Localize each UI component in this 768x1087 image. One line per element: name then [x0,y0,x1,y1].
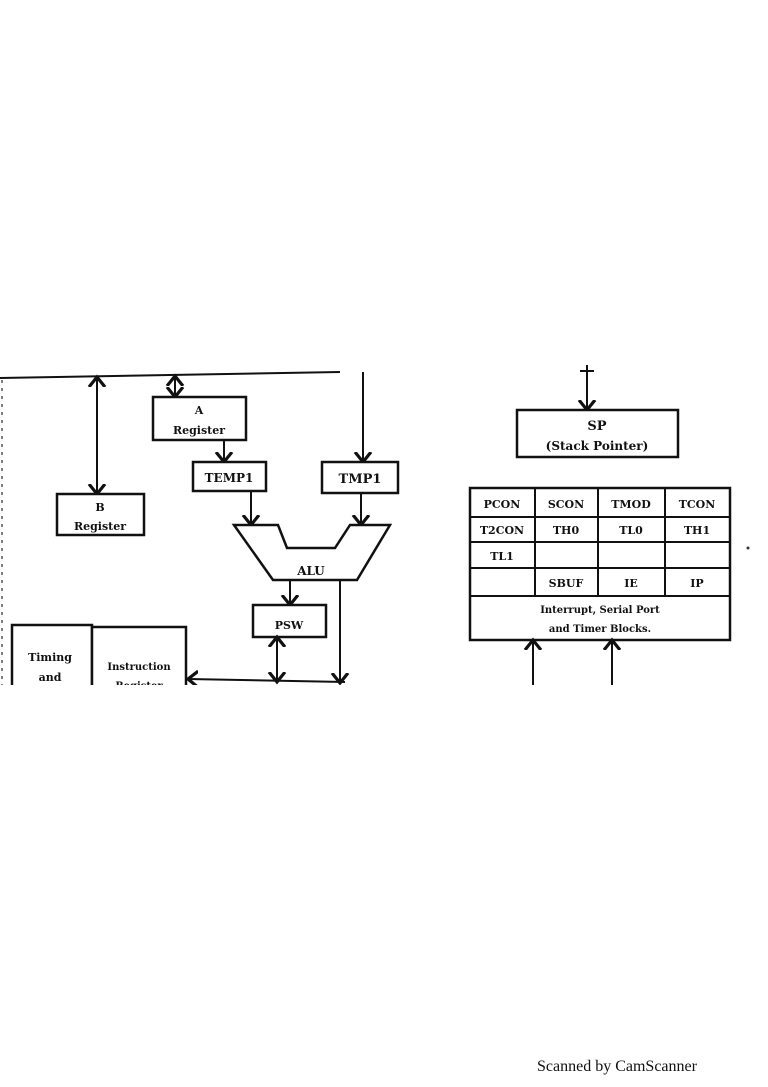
a-register-label: A [194,404,204,417]
timing-label: Timing [28,651,72,664]
timing-box: Timing and [10,623,94,685]
sfr-cell: TH0 [553,524,580,537]
psw-label: PSW [275,619,304,632]
sfr-footer-line1: Interrupt, Serial Port [540,605,660,616]
sfr-cell: SBUF [549,577,584,590]
a-register-box: A Register [151,395,248,442]
temp1-box: TEMP1 [191,460,268,493]
internal-bus-line [0,371,341,379]
b-register-label-2: Register [74,520,126,533]
tmp1-box: TMP1 [320,460,400,495]
sfr-cell: T2CON [480,524,524,537]
sfr-cell: TMOD [611,498,651,511]
scan-speck [746,546,750,550]
lower-bus-line [188,679,346,682]
a-register-label-2: Register [173,424,225,437]
sfr-cell: PCON [484,498,521,511]
sfr-cell: IE [624,577,638,590]
camscanner-watermark: Scanned by CamScanner [537,1058,697,1075]
sp-label: SP [587,419,606,434]
b-register-box: B Register [55,492,146,537]
sfr-cell: TL0 [619,524,643,537]
sfr-footer-line2: and Timer Blocks. [549,624,651,635]
timing-label-2: and [39,671,62,684]
sfr-cell: TH1 [684,524,710,537]
temp1-label: TEMP1 [205,471,254,485]
sp-label-2: (Stack Pointer) [546,439,649,453]
tmp1-label: TMP1 [339,472,382,487]
sfr-cell: TCON [679,498,716,511]
b-register-label: B [95,501,104,514]
stack-pointer-box: SP (Stack Pointer) [515,408,680,459]
instruction-label: Instruction [107,662,171,673]
sfr-cell: SCON [548,498,584,511]
instruction-label-2: Register [115,681,163,692]
instruction-register-box: Instruction Register [90,625,188,692]
alu-block: ALU [231,523,393,582]
alu-label: ALU [296,564,325,578]
psw-box: PSW [251,603,328,639]
sfr-cell: IP [690,577,703,590]
sfr-table: Interrupt, Serial Port and Timer Blocks.… [468,486,732,642]
sfr-cell: TL1 [490,550,514,563]
